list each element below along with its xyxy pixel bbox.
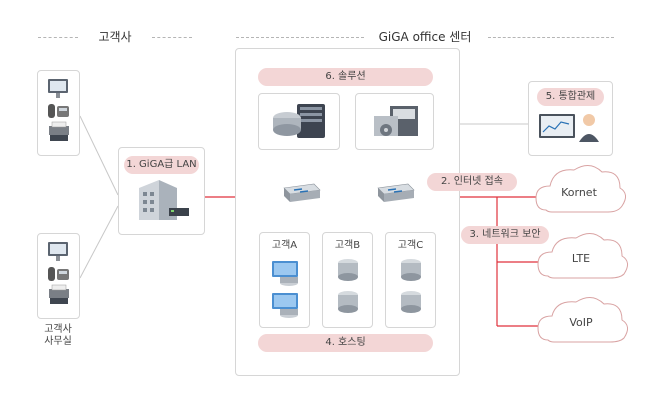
client-b-label: 고객B: [334, 240, 361, 251]
customer-section-title: 고객사: [98, 30, 132, 44]
office-devices-icon: [48, 242, 69, 304]
lte-label: LTE: [571, 252, 591, 265]
center-section-title: GiGA office 센터: [378, 30, 472, 44]
solution-server-box: [258, 93, 340, 150]
center-section-rule: [236, 37, 364, 38]
server-stack-icon: [272, 261, 298, 318]
client-c-label: 고객C: [397, 240, 424, 251]
lan-box: 1. GiGA급 LAN: [118, 147, 205, 235]
client-a-label: 고객A: [271, 240, 298, 251]
lte-cloud: [537, 233, 628, 279]
customer-office-caption: 고객사 사무실: [30, 324, 86, 348]
solution-label: 6. 솔루션: [258, 68, 433, 86]
office-devices-icon: [48, 79, 69, 141]
voip-label: VoIP: [569, 316, 593, 329]
control-box: 5. 통합관제: [528, 81, 613, 156]
customer-office-caption-line2: 사무실: [44, 336, 72, 347]
customer-office-caption-line1: 고객사: [44, 324, 72, 335]
internet-label: 2. 인터넷 접속: [427, 173, 517, 191]
customer-device-box-bottom: [37, 233, 80, 319]
lan-label: 1. GiGA급 LAN: [124, 156, 199, 174]
control-label: 5. 통합관제: [537, 88, 604, 106]
customer-device-box-top: [37, 70, 80, 156]
customer-section-rule: [38, 37, 78, 38]
switch-right-icon: [377, 183, 415, 202]
client-a-box: 고객A: [259, 232, 310, 328]
kornet-label: Kornet: [561, 186, 597, 199]
monitoring-operator-icon: [539, 114, 599, 142]
server-stack-icon: [401, 259, 421, 313]
building-icon: [139, 180, 189, 220]
storage-server-icon: [273, 104, 325, 138]
solution-equipment-box: [355, 93, 434, 150]
switch-left-icon: [283, 183, 321, 202]
center-section-rule: [488, 37, 614, 38]
client-c-box: 고객C: [385, 232, 436, 328]
kornet-cloud: [535, 165, 626, 213]
office-equipment-icon: [374, 106, 418, 136]
hosting-label: 4. 호스팅: [258, 334, 433, 352]
customer-section-rule: [152, 37, 192, 38]
security-label: 3. 네트워크 보안: [461, 226, 549, 244]
server-stack-icon: [338, 259, 358, 313]
voip-cloud: [537, 297, 628, 343]
client-b-box: 고객B: [322, 232, 373, 328]
